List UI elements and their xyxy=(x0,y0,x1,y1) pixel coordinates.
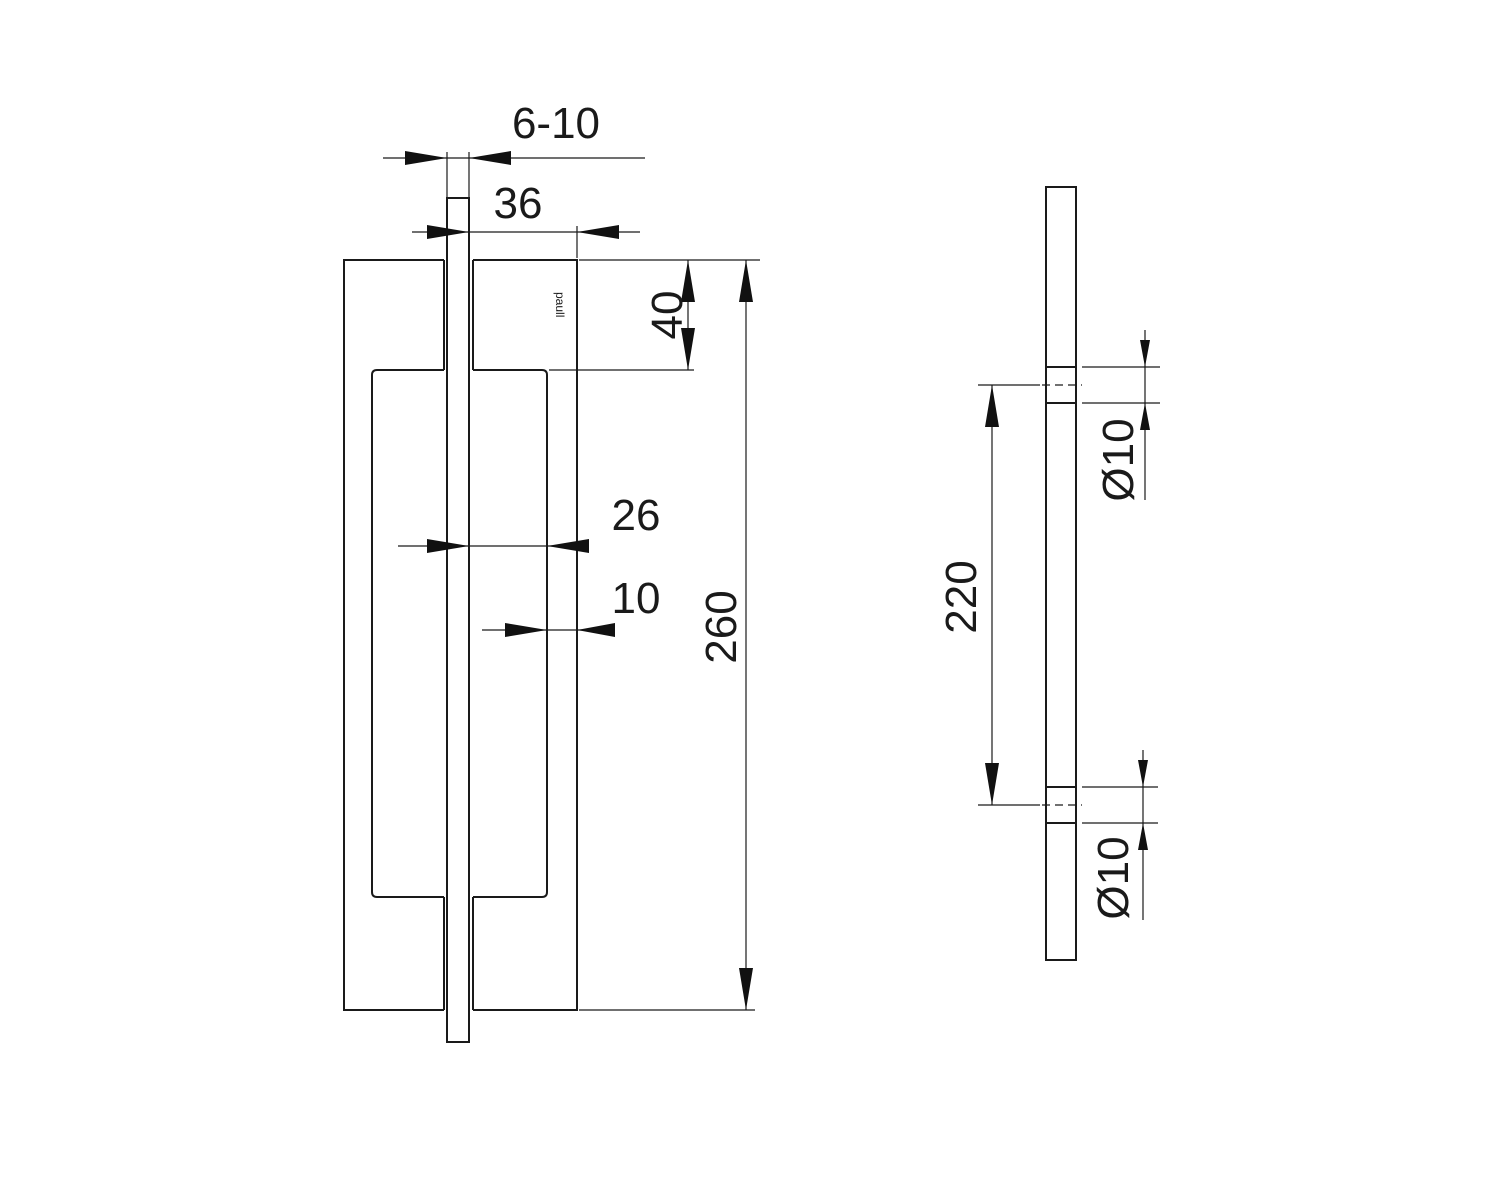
svg-text:26: 26 xyxy=(612,491,661,540)
dimension-total-height: 260 xyxy=(579,260,755,1011)
svg-text:Ø10: Ø10 xyxy=(1089,836,1138,919)
brand-mark: paull xyxy=(553,292,567,317)
svg-text:6-10: 6-10 xyxy=(512,99,600,148)
svg-text:260: 260 xyxy=(697,590,746,663)
dimension-grip-inset: 10 xyxy=(482,574,660,637)
svg-text:40: 40 xyxy=(643,291,692,340)
svg-text:Ø10: Ø10 xyxy=(1094,418,1143,501)
plate-left-outline xyxy=(343,259,445,1011)
dimension-top-section: 40 xyxy=(549,259,760,371)
side-view: 220 Ø10 Ø10 xyxy=(937,186,1160,961)
dimension-hole-spacing: 220 xyxy=(937,385,999,805)
glass-panel xyxy=(446,197,470,1043)
grip-recess-left xyxy=(371,369,444,898)
svg-text:36: 36 xyxy=(494,179,543,228)
dimension-hole-bottom-diameter: Ø10 xyxy=(1082,750,1158,920)
grip-recess-right xyxy=(473,369,548,898)
dimension-grip-depth: 26 xyxy=(398,491,660,553)
dimension-glass-thickness: 6-10 xyxy=(383,99,645,198)
dimension-plate-depth: 36 xyxy=(412,179,640,258)
plate-right-outline xyxy=(472,259,578,1011)
dimension-hole-top-diameter: Ø10 xyxy=(1082,330,1160,502)
svg-text:10: 10 xyxy=(612,574,661,623)
front-view: paull 6-10 36 40 260 26 10 xyxy=(343,99,760,1043)
glass-edge xyxy=(1045,186,1077,961)
svg-text:220: 220 xyxy=(937,560,986,633)
